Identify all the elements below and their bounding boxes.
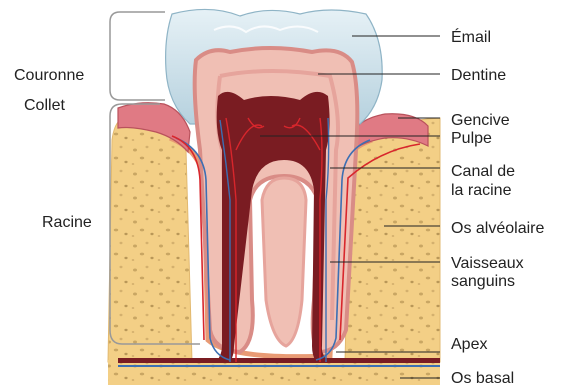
label-pulpe: Pulpe [451,130,492,147]
label-os-basal: Os basal [451,370,514,385]
label-collet: Collet [24,97,65,114]
label-canal-line1: Canal de [451,163,515,180]
dentin-core [262,178,306,346]
label-canal-line2: la racine [451,182,512,199]
label-vaisseaux-line1: Vaisseaux [451,255,524,272]
label-vaisseaux-line2: sanguins [451,273,515,290]
basal-vessel-red [118,358,440,363]
label-os-alveolaire: Os alvéolaire [451,220,544,237]
basal-bone [108,360,440,385]
label-couronne: Couronne [14,67,84,84]
crown-bracket [110,12,165,100]
label-racine: Racine [42,214,92,231]
label-gencive: Gencive [451,112,510,129]
label-dentine: Dentine [451,67,506,84]
label-apex: Apex [451,336,487,353]
label-email: Émail [451,27,491,46]
